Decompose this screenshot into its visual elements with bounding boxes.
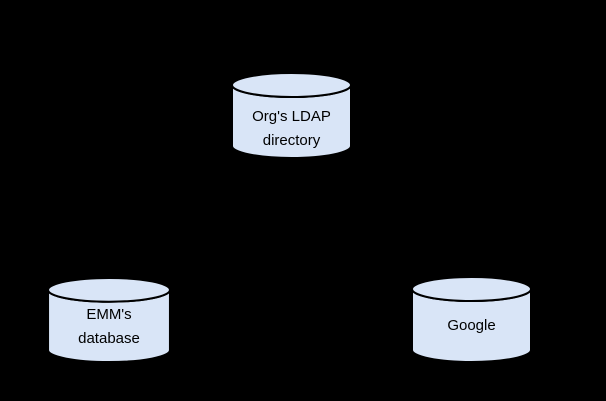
node-label-line: EMM's xyxy=(86,306,132,323)
node-label-line: Google xyxy=(447,317,496,334)
node-google: Google xyxy=(411,276,532,363)
node-label-emms-database: EMM's database xyxy=(47,303,171,351)
database-cylinder-icon xyxy=(47,277,171,363)
node-label-line: database xyxy=(78,330,140,347)
database-cylinder-icon xyxy=(231,72,352,159)
node-label-line: directory xyxy=(262,132,321,149)
node-orgs-ldap-directory: Org's LDAP directory xyxy=(231,72,352,159)
database-cylinder-icon xyxy=(411,276,532,363)
node-emms-database: EMM's database xyxy=(47,277,171,363)
node-label-line: Org's LDAP xyxy=(252,108,331,125)
node-label-orgs-ldap-directory: Org's LDAP directory xyxy=(231,105,352,153)
node-label-google: Google xyxy=(411,314,532,338)
